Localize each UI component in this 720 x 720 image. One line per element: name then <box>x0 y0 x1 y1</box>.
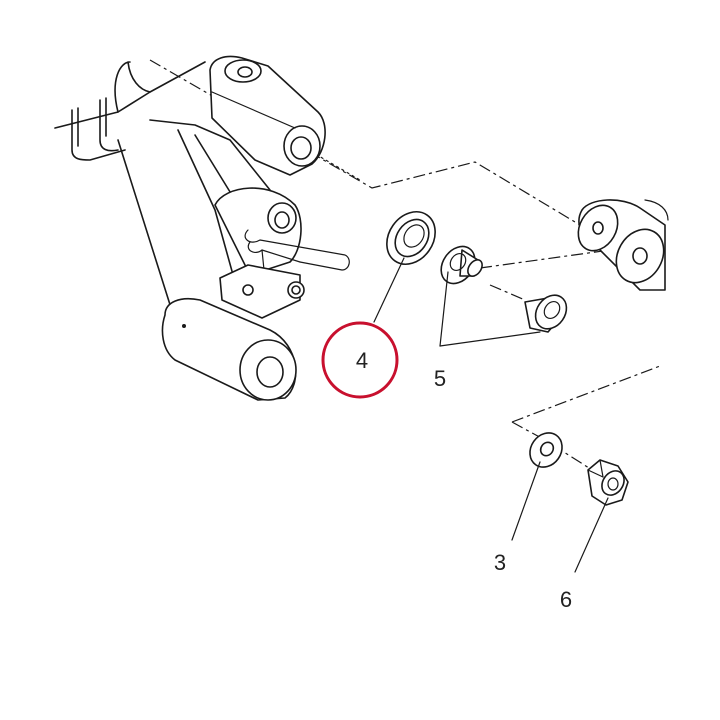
center-lines <box>149 59 661 476</box>
callout-3: 3 <box>494 550 506 575</box>
highlight-circle <box>321 321 399 399</box>
bushing-part-small <box>524 294 568 333</box>
callout-4: 4 <box>356 348 368 373</box>
washer-part <box>529 432 563 468</box>
leader-lines <box>373 257 609 573</box>
bushing-part-large <box>440 245 483 285</box>
callout-5: 5 <box>434 366 446 391</box>
link-bracket <box>577 199 669 291</box>
swingarm-assembly <box>54 55 350 401</box>
seal-ring-part <box>386 211 436 265</box>
callout-6: 6 <box>560 587 572 612</box>
hex-nut-part <box>587 459 629 506</box>
